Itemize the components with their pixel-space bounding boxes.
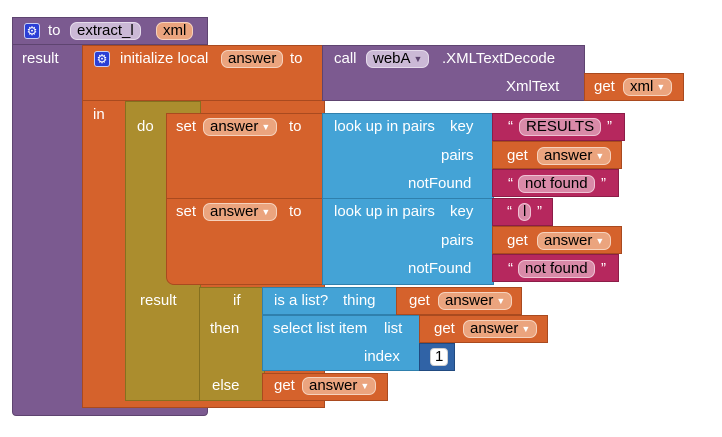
dropdown-caret-icon: ▼ — [521, 324, 531, 335]
key-label: key — [450, 203, 474, 220]
set-var-dropdown[interactable]: answer▼ — [203, 203, 278, 221]
notfound-label: notFound — [408, 175, 472, 192]
set-to-label: to — [289, 118, 302, 135]
notfound-label: notFound — [408, 260, 472, 277]
proc-name-field[interactable]: extract_l — [70, 22, 141, 40]
then-label: then — [210, 320, 240, 337]
is-a-list-block[interactable] — [262, 287, 398, 315]
get-label: get — [507, 147, 528, 164]
component-dropdown[interactable]: webA▼ — [366, 50, 430, 68]
quote-open: “ — [507, 203, 512, 220]
quote-close: ” — [537, 203, 542, 220]
quote-close: ” — [607, 118, 612, 135]
set-var-dropdown[interactable]: answer▼ — [203, 118, 278, 136]
key-label: key — [450, 118, 474, 135]
gear-icon[interactable]: ⚙ — [94, 51, 110, 67]
get-answer-dropdown[interactable]: answer▼ — [463, 320, 538, 338]
thing-label: thing — [343, 292, 376, 309]
get-answer-dropdown[interactable]: answer▼ — [537, 232, 612, 250]
proc-to-label: to — [48, 22, 61, 39]
text-notfound-field[interactable]: not found — [518, 260, 595, 278]
xmltext-socket-label: XmlText — [506, 78, 560, 95]
lookup-in-pairs-block-1[interactable] — [322, 113, 494, 200]
get-label: get — [409, 292, 430, 309]
set-label: set — [176, 203, 197, 220]
gear-icon[interactable]: ⚙ — [24, 23, 40, 39]
dropdown-caret-icon: ▼ — [595, 236, 605, 247]
else-label: else — [212, 377, 240, 394]
islist-label: is a list? — [274, 292, 329, 309]
quote-open: “ — [508, 118, 513, 135]
init-label: initialize local — [120, 50, 209, 67]
proc-result-label: result — [22, 50, 59, 67]
get-label: get — [434, 320, 455, 337]
quote-open: “ — [508, 260, 513, 277]
text-notfound-field[interactable]: not found — [518, 175, 595, 193]
method-label: .XMLTextDecode — [442, 50, 556, 67]
do-label: do — [137, 118, 154, 135]
get-answer-dropdown[interactable]: answer▼ — [302, 377, 377, 395]
select-list-item-block[interactable] — [262, 315, 420, 371]
dropdown-caret-icon: ▼ — [656, 82, 666, 93]
text-results-field[interactable]: RESULTS — [519, 118, 602, 136]
lookup-label: look up in pairs — [334, 203, 435, 220]
text-l-field[interactable]: l — [518, 203, 532, 221]
if-label: if — [233, 292, 241, 309]
dropdown-caret-icon: ▼ — [261, 207, 271, 218]
init-in-label: in — [93, 106, 105, 123]
init-var-name[interactable]: answer — [221, 50, 284, 68]
index-number-field[interactable]: 1 — [430, 348, 449, 366]
dropdown-caret-icon: ▼ — [413, 54, 423, 65]
pairs-label: pairs — [441, 232, 474, 249]
do-result-label: result — [140, 292, 177, 309]
list-label: list — [384, 320, 403, 337]
dropdown-caret-icon: ▼ — [496, 296, 506, 307]
lookup-label: look up in pairs — [334, 118, 435, 135]
call-label: call — [334, 50, 357, 67]
text-l-block[interactable] — [492, 198, 553, 226]
get-xml-dropdown[interactable]: xml▼ — [623, 78, 673, 96]
initialize-local-header — [82, 45, 325, 101]
lookup-in-pairs-block-2[interactable] — [322, 198, 494, 285]
dropdown-caret-icon: ▼ — [261, 122, 271, 133]
dropdown-caret-icon: ▼ — [595, 151, 605, 162]
index-label: index — [364, 348, 400, 365]
quote-close: ” — [601, 260, 606, 277]
if-then-else-block[interactable] — [199, 287, 265, 401]
dropdown-caret-icon: ▼ — [360, 381, 370, 392]
pairs-label: pairs — [441, 147, 474, 164]
get-label: get — [594, 78, 615, 95]
text-results-block[interactable] — [492, 113, 625, 141]
quote-open: “ — [508, 175, 513, 192]
get-label: get — [274, 377, 295, 394]
get-label: get — [507, 232, 528, 249]
get-answer-dropdown[interactable]: answer▼ — [438, 292, 513, 310]
set-label: set — [176, 118, 197, 135]
proc-param-xml[interactable]: xml — [156, 22, 194, 40]
get-answer-dropdown[interactable]: answer▼ — [537, 147, 612, 165]
set-to-label: to — [289, 203, 302, 220]
call-xmltextdecode-block[interactable] — [322, 45, 585, 101]
quote-close: ” — [601, 175, 606, 192]
init-to-label: to — [290, 50, 303, 67]
select-label: select list item — [273, 320, 368, 337]
